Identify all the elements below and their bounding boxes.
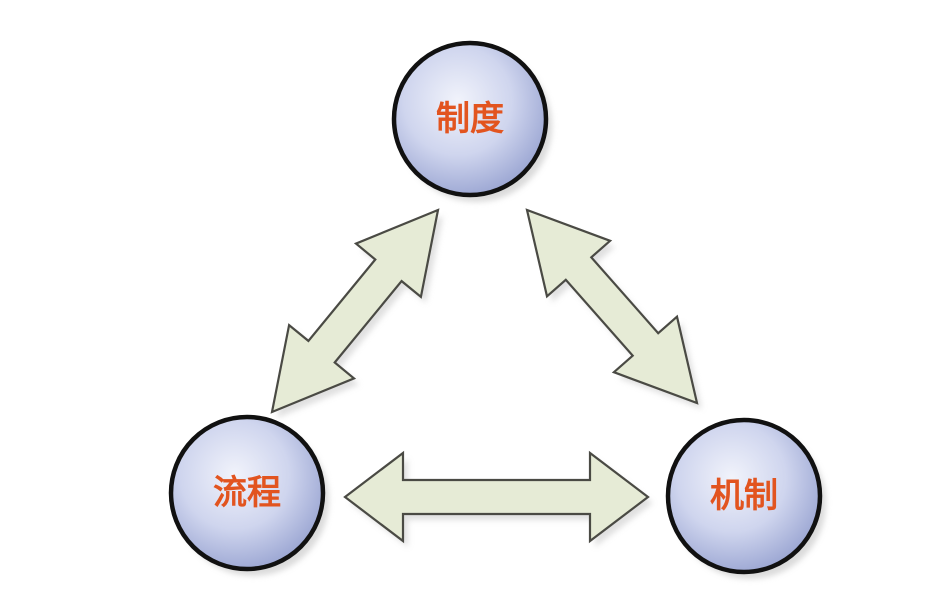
double-arrow-left-right: [343, 450, 653, 547]
node-top-label: 制度: [436, 99, 504, 139]
double-arrow-top-left: [270, 208, 443, 418]
double-arrow-shape: [270, 208, 440, 414]
node-left-circle: [168, 414, 326, 572]
node-left-label: 流程: [213, 473, 281, 513]
node-right-circle: [665, 417, 823, 575]
node-top: 制度: [391, 40, 552, 202]
double-arrow-shape: [343, 450, 650, 544]
double-arrow-shape: [525, 208, 699, 405]
double-arrow-top-right: [525, 208, 702, 409]
node-right: 机制: [665, 417, 826, 579]
node-top-circle: [391, 40, 549, 198]
node-right-label: 机制: [710, 476, 778, 516]
node-left: 流程: [168, 414, 329, 576]
